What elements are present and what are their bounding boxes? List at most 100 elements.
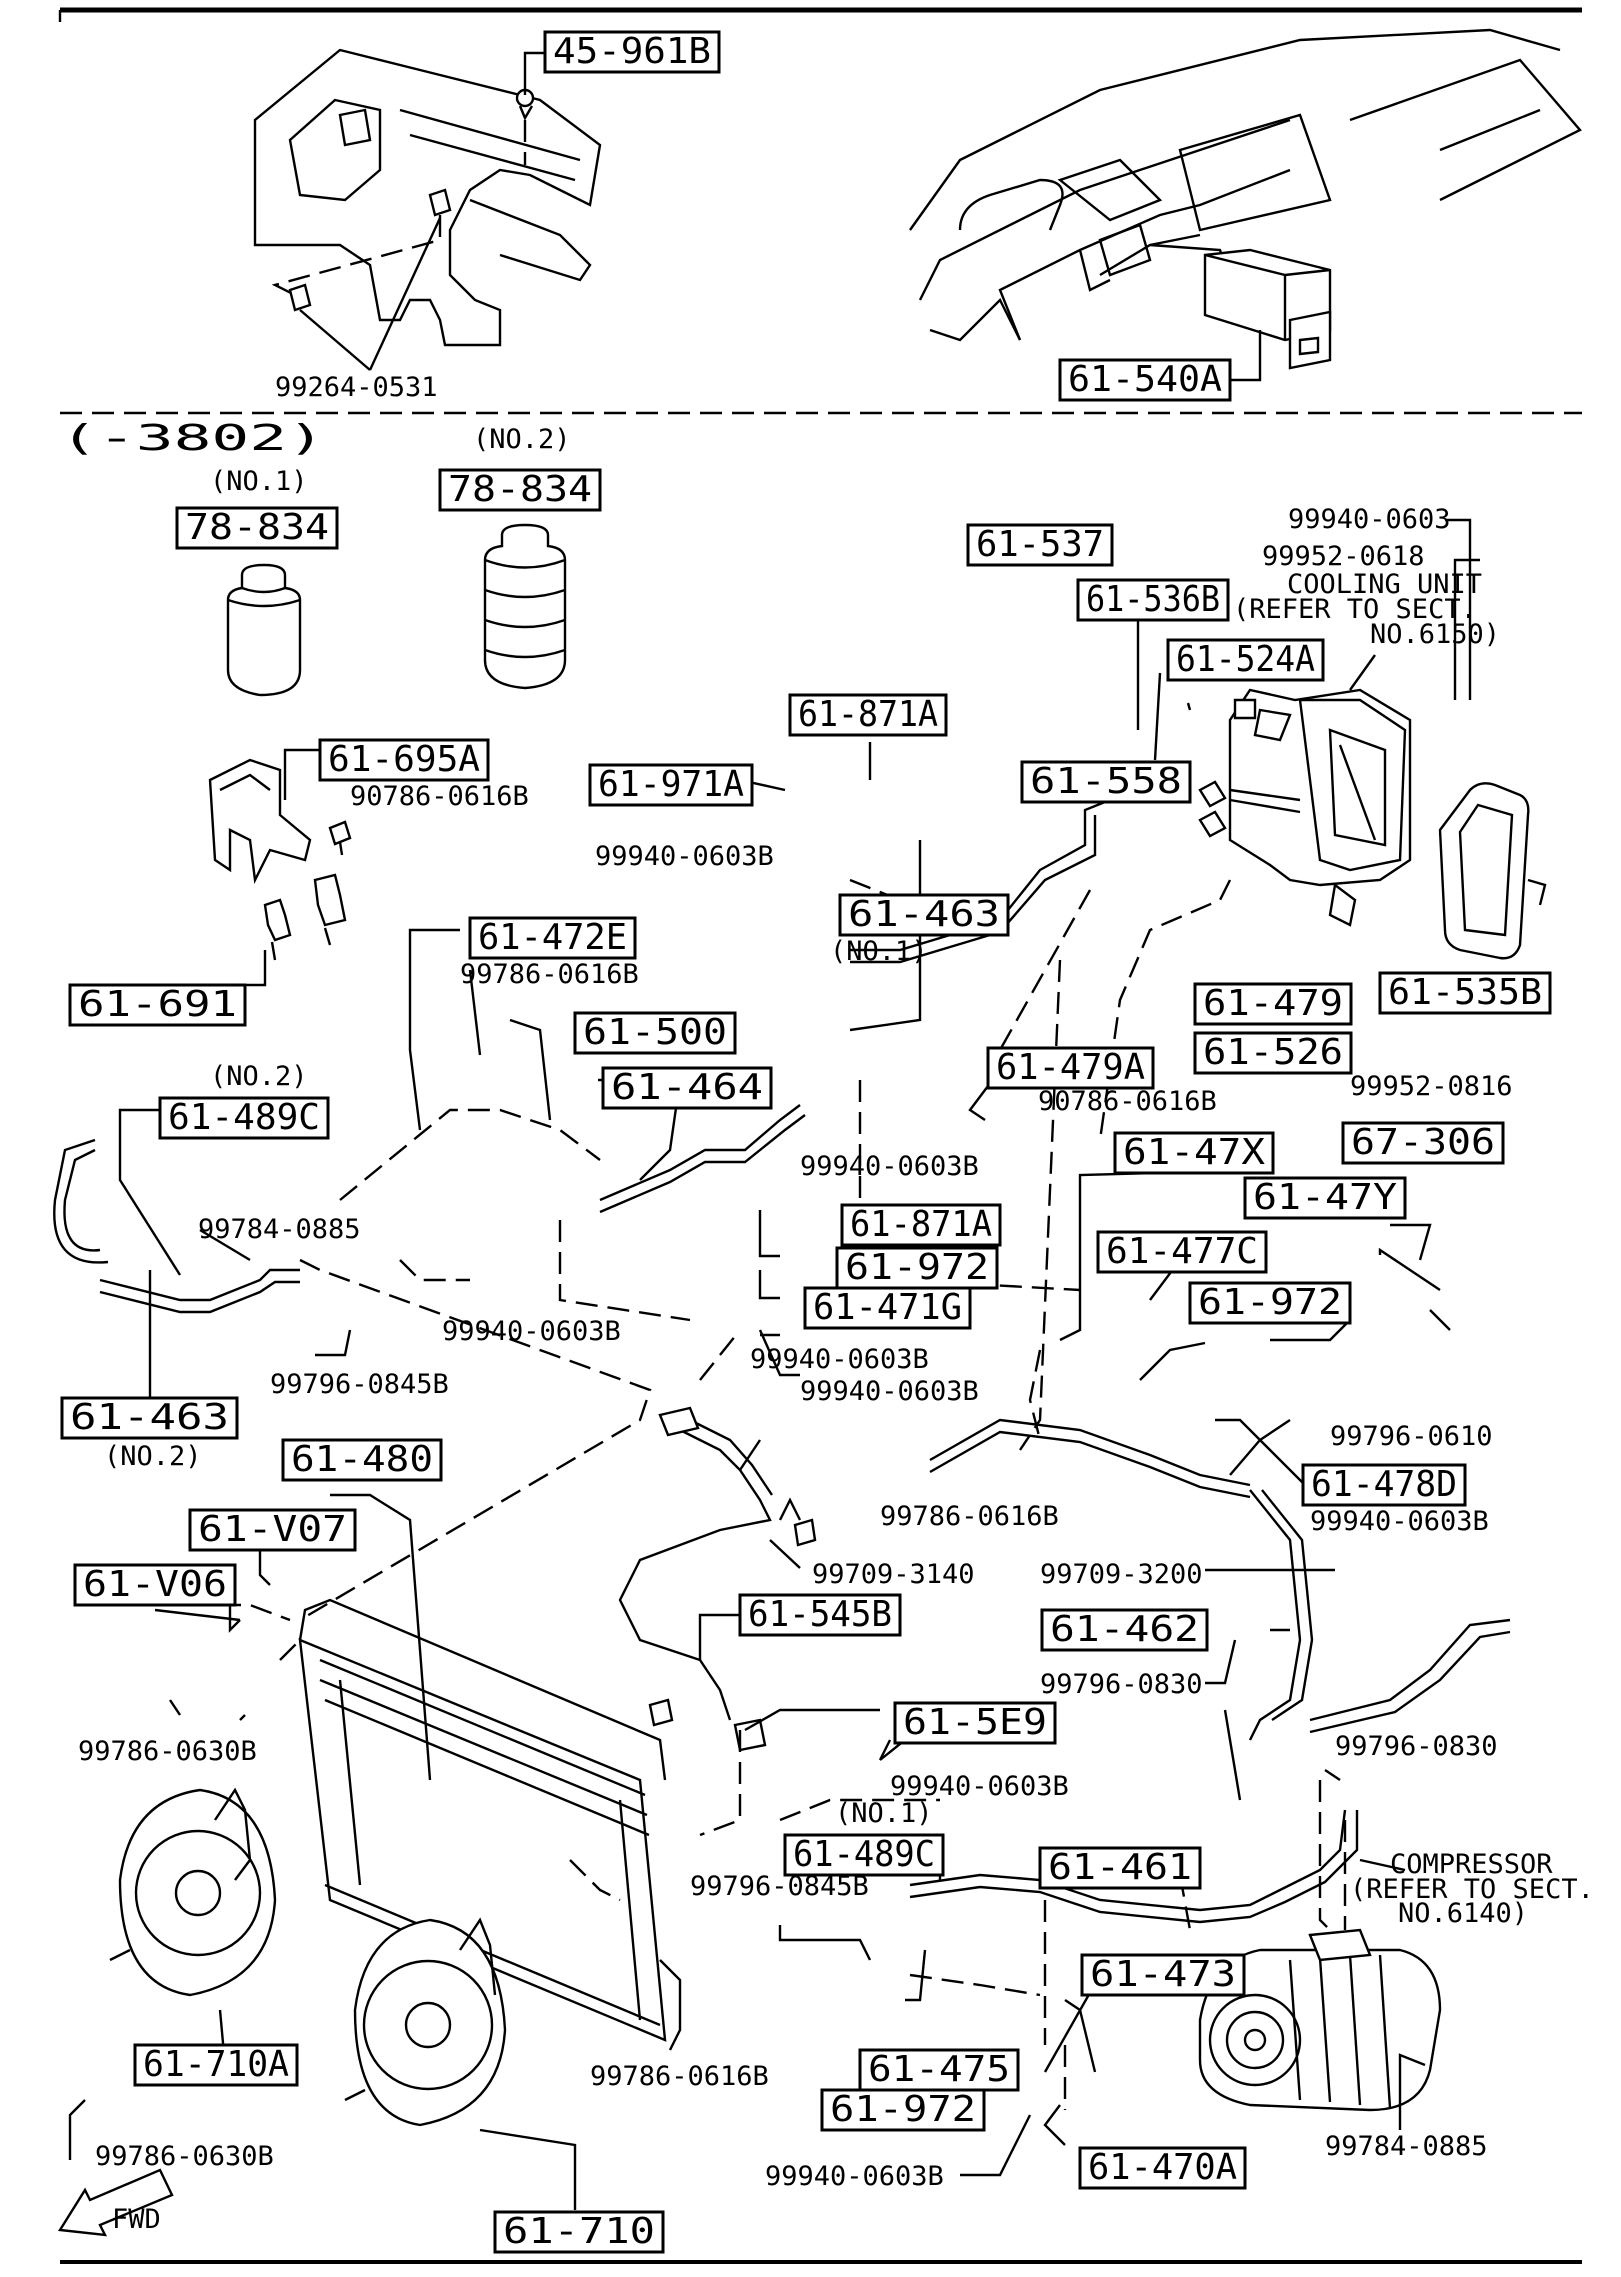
part-number-callout: 61-500 [573,1011,737,1055]
callout-box [1078,2146,1247,2190]
part-number-callout: 61-871A [788,693,948,737]
part-label: 99940-0603 [1288,504,1451,535]
part-number-text: 61-535B [1388,972,1542,1013]
part-number-callout: 61-479 [1193,982,1353,1026]
part-number-callout: 61-691 [68,983,247,1027]
part-number-text: 61-480 [291,1439,433,1480]
part-number-text: 61-972 [845,1247,989,1288]
part-label: 99940-0603B [765,2161,944,2192]
callout-box [803,1286,972,1330]
part-label: 99784-0885 [198,1214,361,1245]
callout-box [1113,1131,1275,1175]
callout-box [1058,358,1232,402]
part-label: 99264-0531 [275,372,438,403]
part-number-callout: 61-475 [858,2048,1020,2092]
part-number-callout: 61-462 [1040,1608,1209,1652]
part-number-callout: 61-695A [318,738,490,782]
part-number-text: 61-972 [1198,1282,1342,1323]
part-number-text: 61-558 [1030,761,1182,802]
part-number-text: 61-473 [1090,1954,1236,1995]
part-label: FWD [112,2204,161,2235]
part-number-callout: 61-463 [60,1396,239,1440]
part-number-text: 61-489C [793,1834,935,1875]
part-number-text: 61-545B [748,1594,892,1635]
cooling-unit-drawing [1198,688,1412,927]
part-label: 99709-3140 [812,1559,975,1590]
part-number-callout: 61-526 [1193,1031,1353,1075]
callout-box [543,30,721,74]
part-number-text: 61-871A [850,1204,992,1245]
part-number-callout: 67-306 [1341,1121,1505,1165]
part-number-text: 61-477C [1106,1231,1258,1272]
part-label: (REFER TO SECT. [1233,594,1477,625]
part-number-text: 61-710 [503,2211,655,2252]
callout-box [738,1593,902,1637]
part-number-callout: 61-478D [1301,1463,1467,1507]
callout-box [1080,1953,1246,1997]
part-number-callout: 61-464 [601,1066,773,1110]
callout-box [840,1203,1002,1247]
part-label: 99940-0603B [595,841,774,872]
part-label: (NO.1) [210,466,308,497]
part-label: (NO.1) [835,1798,933,1829]
part-number-callout: 61-972 [820,2088,986,2132]
mounting-brackets [208,758,352,961]
callout-box [893,1701,1057,1745]
part-label: 99796-0830 [1040,1669,1203,1700]
receiver-drier-no2 [483,523,567,690]
callout-box [1243,1176,1407,1220]
part-label: 99786-0616B [590,2061,769,2092]
part-number-text: 61-695A [328,739,480,780]
fan-assembly-a [109,1787,277,1997]
part-label: 99796-0830 [1335,1731,1498,1762]
part-number-text: 61-47X [1123,1132,1265,1173]
part-number-text: 61-537 [976,524,1104,565]
part-label: 99786-0630B [78,1736,257,1767]
part-number-text: 61-710A [143,2044,289,2085]
part-number-text: 45-961B [553,31,711,72]
part-number-callout: 45-961B [543,30,721,74]
part-label: COMPRESSOR [1390,1849,1553,1880]
firewall-panel-drawing [253,48,602,371]
callout-box [1076,578,1230,622]
part-label: (NO.1) [830,936,928,967]
part-number-callout: 61-540A [1058,358,1232,402]
part-label: 99786-0616B [880,1501,1059,1532]
part-number-text: 61-464 [611,1067,763,1108]
part-number-callout: 61-545B [738,1593,902,1637]
part-label: (REFER TO SECT. [1350,1874,1594,1905]
callout-box [838,893,1010,937]
part-label: 99952-0618 [1262,541,1425,572]
part-label: 90786-0616B [350,781,529,812]
callout-box [318,738,490,782]
part-number-callout: 61-479A [986,1046,1155,1090]
part-number-text: 61-479A [996,1047,1145,1088]
part-number-text: 61-972 [830,2089,976,2130]
part-number-callout: 61-461 [1038,1846,1202,1890]
callout-box [601,1066,773,1110]
callout-box [175,506,339,550]
part-number-callout: 61-470A [1078,2146,1247,2190]
callout-box [1193,982,1353,1026]
part-label: (NO.2) [104,1441,202,1472]
callout-box [68,983,247,1027]
part-number-text: 61-479 [1203,983,1343,1024]
part-label: (NO.2) [473,424,571,455]
callout-box [1301,1463,1467,1507]
part-number-text: 61-536B [1086,579,1220,620]
part-number-callout: 61-47Y [1243,1176,1407,1220]
part-number-text: 61-500 [583,1012,727,1053]
part-number-text: 61-478D [1311,1464,1457,1505]
part-number-callout: 61-472E [468,916,637,960]
part-number-text: 61-871A [798,694,938,735]
labels-layer: 45-961B61-540A78-83478-83461-53761-536B6… [60,30,1594,2254]
part-number-callout: 61-463 [838,893,1010,937]
part-number-callout: 61-47X [1113,1131,1275,1175]
part-label: 99784-0885 [1325,2131,1488,2162]
callout-box [986,1046,1155,1090]
part-number-callout: 61-536B [1076,578,1230,622]
part-label: 99940-0603B [442,1316,621,1347]
part-number-text: 61-489C [168,1097,320,1138]
part-number-callout: 61-489C [783,1833,945,1877]
receiver-drier-no1 [226,563,302,697]
